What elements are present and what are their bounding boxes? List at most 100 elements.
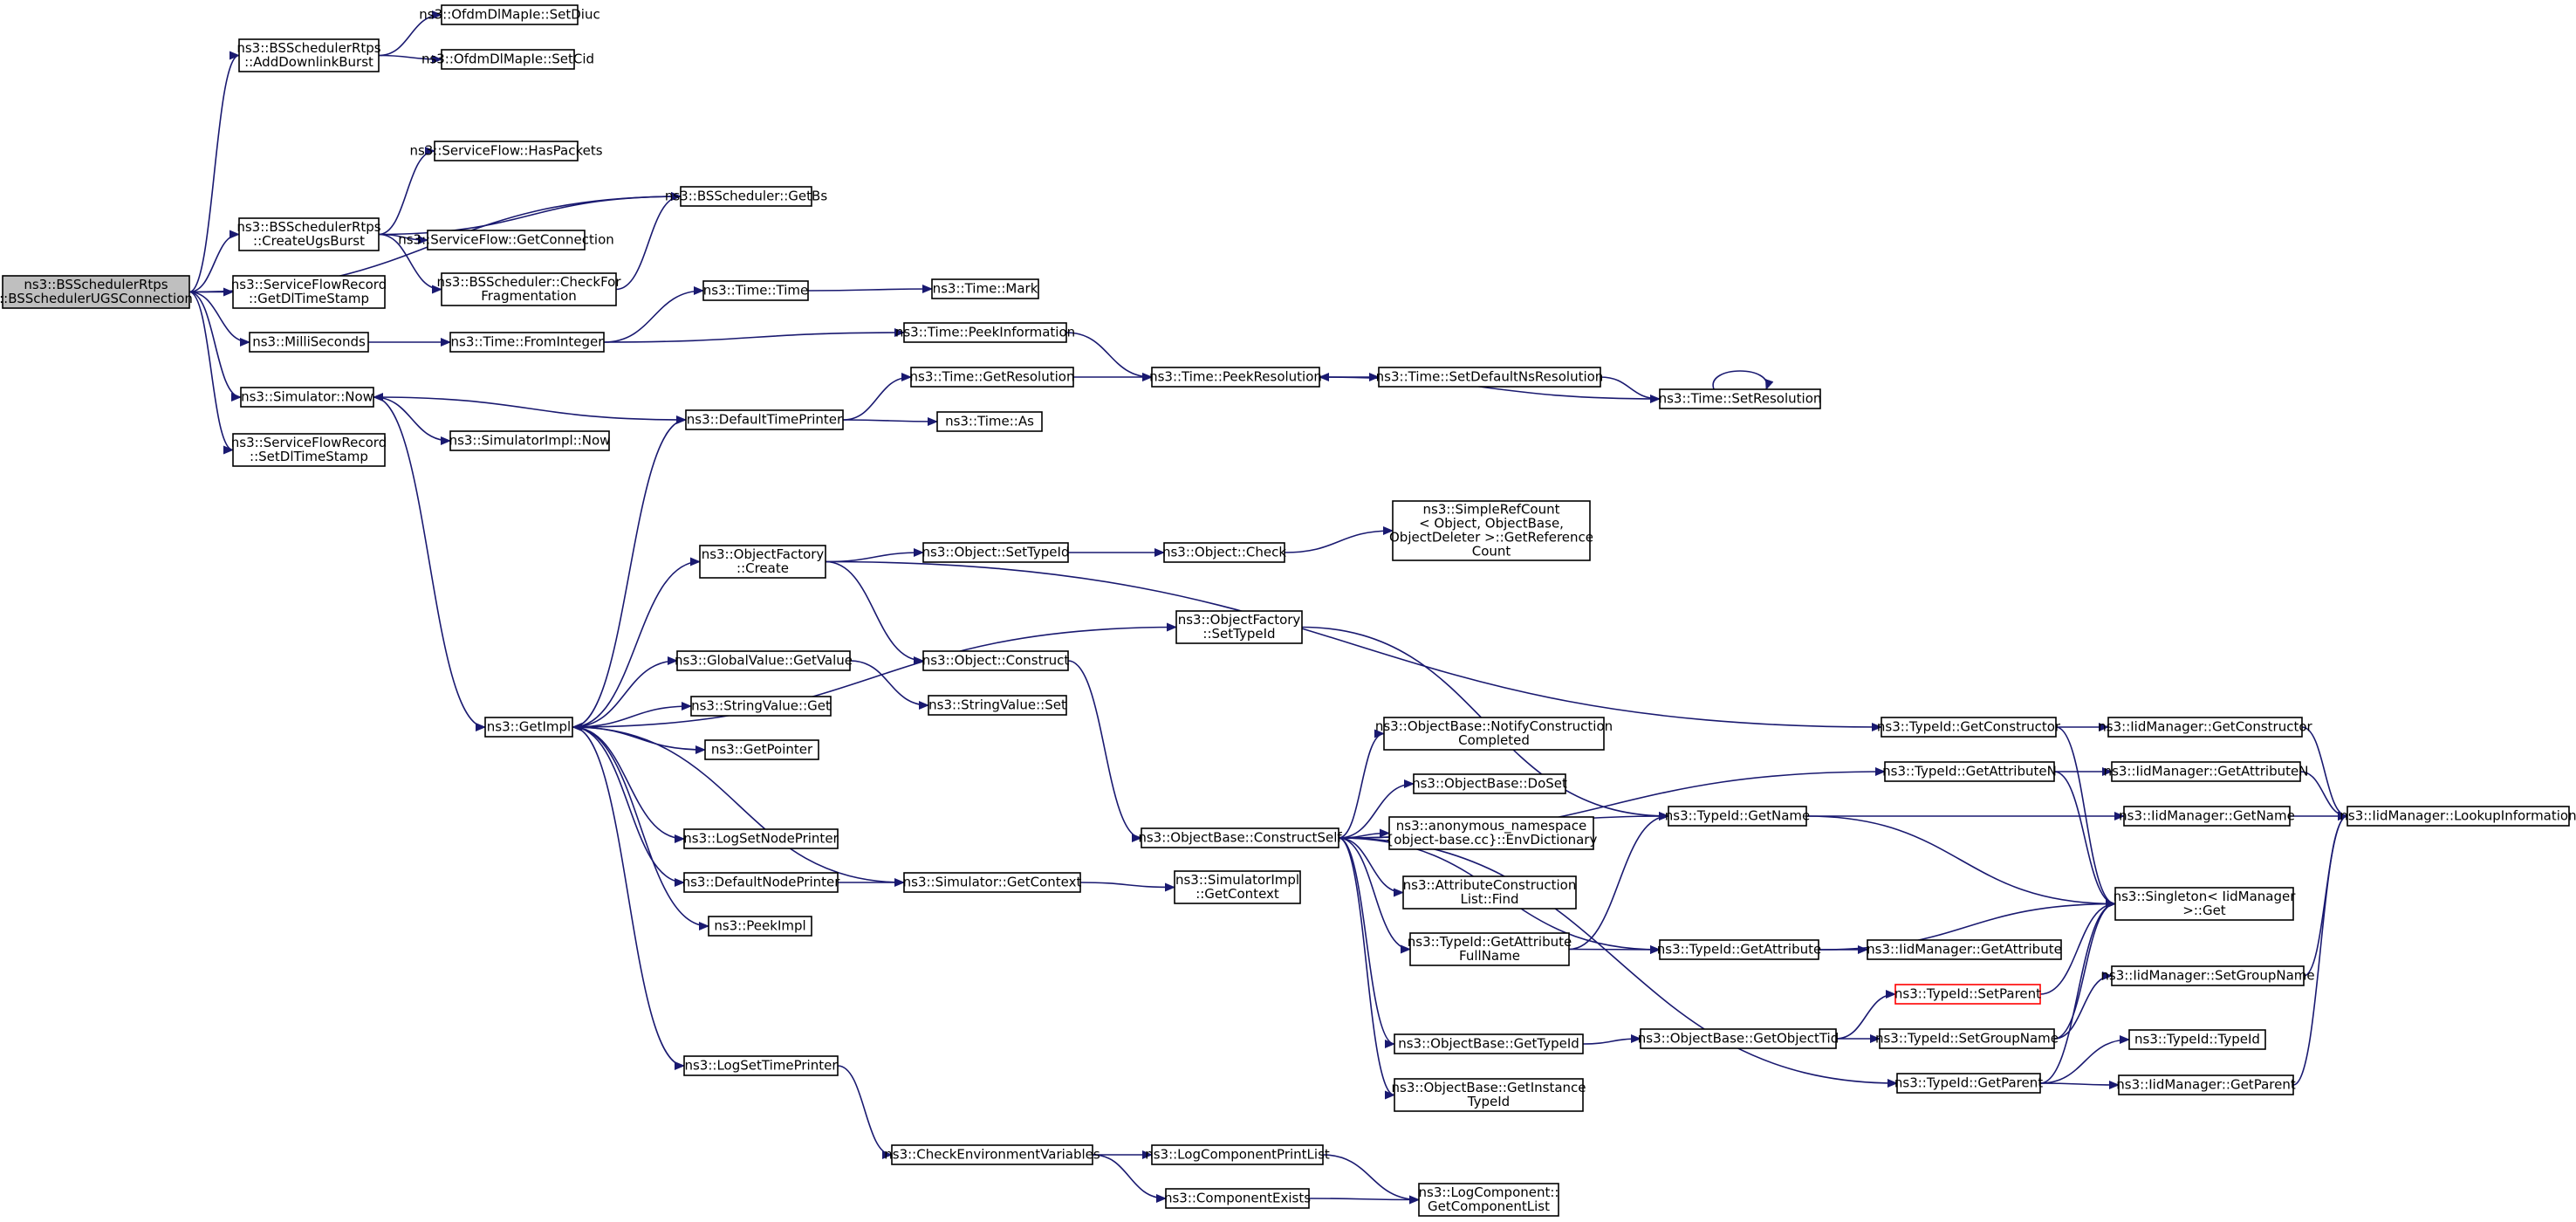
node-iidGetAttr[interactable]: ns3::IidManager::GetAttribute bbox=[1867, 939, 2062, 960]
node-checkEnv[interactable]: ns3::CheckEnvironmentVariables bbox=[884, 1144, 1100, 1165]
node-iidGetParent[interactable]: ns3::IidManager::GetParent bbox=[2116, 1074, 2296, 1095]
node-simNow[interactable]: ns3::Simulator::Now bbox=[240, 387, 374, 408]
node-fromInt[interactable]: ns3::Time::FromInteger bbox=[449, 332, 605, 353]
node-label: ns3::Time::FromInteger bbox=[451, 334, 605, 350]
edge-root-to-setDlTs bbox=[188, 291, 234, 455]
node-tidGetAttr[interactable]: ns3::TypeId::GetAttribute bbox=[1657, 939, 1821, 960]
node-label: ns3::LogComponentPrintList bbox=[1145, 1147, 1330, 1163]
node-obGetObjTid[interactable]: ns3::ObjectBase::GetObjectTid bbox=[1638, 1028, 1839, 1049]
node-obNotify[interactable]: ns3::ObjectBase::NotifyConstructionCompl… bbox=[1375, 717, 1613, 751]
node-objFactCreate[interactable]: ns3::ObjectFactory::Create bbox=[699, 545, 826, 579]
node-tidGetAttrN[interactable]: ns3::TypeId::GetAttributeN bbox=[1882, 761, 2057, 782]
node-box bbox=[1894, 984, 2041, 1005]
node-objConstruct[interactable]: ns3::Object::Construct bbox=[922, 650, 1070, 671]
node-box bbox=[928, 695, 1067, 716]
node-tidGetConstr[interactable]: ns3::TypeId::GetConstructor bbox=[1877, 717, 2061, 738]
node-objSetTid[interactable]: ns3::Object::SetTypeId bbox=[922, 542, 1070, 563]
node-box bbox=[434, 141, 579, 161]
edge-root-to-simNow bbox=[188, 291, 242, 402]
node-simGetCtx[interactable]: ns3::Simulator::GetContext bbox=[903, 872, 1082, 893]
edge-fromInt-to-timeTime bbox=[603, 286, 704, 343]
edge-line bbox=[373, 393, 687, 421]
node-peekRes[interactable]: ns3::Time::PeekResolution bbox=[1149, 367, 1322, 388]
node-label: ::GetContext bbox=[1196, 886, 1279, 902]
node-root[interactable]: ns3::BSSchedulerRtps::BSSchedulerUGSConn… bbox=[0, 275, 193, 309]
edge-line bbox=[572, 415, 687, 728]
node-timeMark[interactable]: ns3::Time::Mark bbox=[931, 278, 1039, 299]
node-strValSet[interactable]: ns3::StringValue::Set bbox=[928, 695, 1067, 716]
node-label: ns3::Time::As bbox=[945, 414, 1034, 429]
node-createUgs[interactable]: ns3::BSSchedulerRtps::CreateUgsBurst bbox=[236, 217, 381, 251]
node-gvGetValue[interactable]: ns3::GlobalValue::GetValue bbox=[675, 650, 853, 671]
node-iidSetGroup[interactable]: ns3::IidManager::SetGroupName bbox=[2100, 965, 2315, 986]
node-peekInfo[interactable]: ns3::Time::PeekInformation bbox=[895, 322, 1075, 343]
node-setCid[interactable]: ns3::OfdmDlMapIe::SetCid bbox=[421, 49, 594, 70]
node-hasPackets[interactable]: ns3::ServiceFlow::HasPackets bbox=[409, 141, 603, 161]
edge-line bbox=[572, 726, 685, 887]
edge-obGetTid-to-obGetObjTid bbox=[1582, 1034, 1641, 1045]
node-getImpl[interactable]: ns3::GetImpl bbox=[484, 717, 573, 738]
edge-createUgs-to-checkFrag bbox=[378, 233, 442, 294]
node-box bbox=[441, 4, 579, 25]
node-logCompGetList[interactable]: ns3::LogComponent::GetComponentList bbox=[1418, 1183, 1559, 1217]
node-getPointer[interactable]: ns3::GetPointer bbox=[704, 739, 819, 760]
node-logSetTimePr[interactable]: ns3::LogSetTimePrinter bbox=[683, 1055, 839, 1076]
node-tidSetGroup[interactable]: ns3::TypeId::SetGroupName bbox=[1875, 1028, 2059, 1049]
node-refCount[interactable]: ns3::SimpleRefCount< Object, ObjectBase,… bbox=[1389, 500, 1593, 561]
node-setDlTs[interactable]: ns3::ServiceFlowRecord::SetDlTimeStamp bbox=[231, 433, 387, 467]
node-getDlTs[interactable]: ns3::ServiceFlowRecord::GetDlTimeStamp bbox=[231, 275, 387, 309]
node-timeTime[interactable]: ns3::Time::Time bbox=[702, 280, 809, 301]
node-obDoSet[interactable]: ns3::ObjectBase::DoSet bbox=[1412, 773, 1567, 794]
node-singletonGet[interactable]: ns3::Singleton< IidManager>::Get bbox=[2114, 887, 2297, 921]
node-tidGetParent[interactable]: ns3::TypeId::GetParent bbox=[1894, 1073, 2043, 1094]
node-milli[interactable]: ns3::MilliSeconds bbox=[249, 332, 369, 353]
node-anonEnv[interactable]: ns3::anonymous_namespace{object-base.cc}… bbox=[1386, 816, 1598, 850]
node-obGetTid[interactable]: ns3::ObjectBase::GetTypeId bbox=[1394, 1033, 1584, 1054]
node-simImplNow[interactable]: ns3::SimulatorImpl::Now bbox=[449, 430, 611, 451]
edge-line bbox=[188, 51, 240, 293]
node-addDL[interactable]: ns3::BSSchedulerRtps::AddDownlinkBurst bbox=[236, 38, 381, 72]
node-label: ns3::ObjectFactory bbox=[1178, 612, 1301, 628]
node-timeAs[interactable]: ns3::Time::As bbox=[936, 411, 1043, 432]
node-tidSetParent[interactable]: ns3::TypeId::SetParent bbox=[1894, 984, 2041, 1005]
graph-nodes: ns3::BSSchedulerRtps::BSSchedulerUGSConn… bbox=[0, 4, 2576, 1217]
node-simImplCtx[interactable]: ns3::SimulatorImpl::GetContext bbox=[1174, 870, 1301, 904]
node-tidGetName[interactable]: ns3::TypeId::GetName bbox=[1665, 806, 1810, 827]
node-setDefNs[interactable]: ns3::Time::SetDefaultNsResolution bbox=[1376, 367, 1604, 388]
node-logSetNodePr[interactable]: ns3::LogSetNodePrinter bbox=[683, 828, 839, 849]
edge-line bbox=[603, 328, 905, 343]
node-box bbox=[232, 275, 386, 309]
node-defTimePr[interactable]: ns3::DefaultTimePrinter bbox=[685, 409, 844, 430]
node-box bbox=[683, 1055, 839, 1076]
node-iidLookup[interactable]: ns3::IidManager::LookupInformation bbox=[2340, 806, 2576, 827]
node-label: ::BSSchedulerUGSConnection bbox=[0, 291, 193, 306]
node-logCompPrint[interactable]: ns3::LogComponentPrintList bbox=[1145, 1144, 1330, 1165]
node-iidGetConstr[interactable]: ns3::IidManager::GetConstructor bbox=[2098, 717, 2313, 738]
node-tidTypeId[interactable]: ns3::TypeId::TypeId bbox=[2128, 1029, 2266, 1050]
edge-createUgs-to-hasPackets bbox=[378, 147, 435, 236]
edge-line bbox=[1805, 815, 2116, 909]
node-obConstructSelf[interactable]: ns3::ObjectBase::ConstructSelf bbox=[1138, 827, 1342, 848]
node-objFactSetTid[interactable]: ns3::ObjectFactory::SetTypeId bbox=[1175, 610, 1303, 644]
node-objCheck[interactable]: ns3::Object::Check bbox=[1162, 542, 1286, 563]
node-setRes[interactable]: ns3::Time::SetResolution bbox=[1659, 388, 1822, 409]
node-iidGetName[interactable]: ns3::IidManager::GetName bbox=[2119, 806, 2295, 827]
node-compExists[interactable]: ns3::ComponentExists bbox=[1164, 1188, 1311, 1209]
node-getRes[interactable]: ns3::Time::GetResolution bbox=[910, 367, 1075, 388]
node-iidGetAttrN[interactable]: ns3::IidManager::GetAttributeN bbox=[2104, 761, 2309, 782]
edge-logSetTimePr-to-checkEnv bbox=[837, 1065, 893, 1159]
node-getConnection[interactable]: ns3::ServiceFlow::GetConnection bbox=[398, 230, 614, 251]
node-getBs[interactable]: ns3::BSScheduler::GetBs bbox=[665, 186, 827, 207]
node-defNodePr[interactable]: ns3::DefaultNodePrinter bbox=[682, 872, 841, 893]
node-label: ns3::ObjectBase::DoSet bbox=[1412, 776, 1567, 792]
edge-line bbox=[378, 233, 442, 294]
node-peekImpl[interactable]: ns3::PeekImpl bbox=[708, 916, 812, 937]
edge-line bbox=[188, 291, 242, 402]
node-box bbox=[2111, 965, 2305, 986]
node-setDiuc[interactable]: ns3::OfdmDlMapIe::SetDiuc bbox=[419, 4, 600, 25]
node-strValGet[interactable]: ns3::StringValue::Get bbox=[690, 696, 832, 717]
